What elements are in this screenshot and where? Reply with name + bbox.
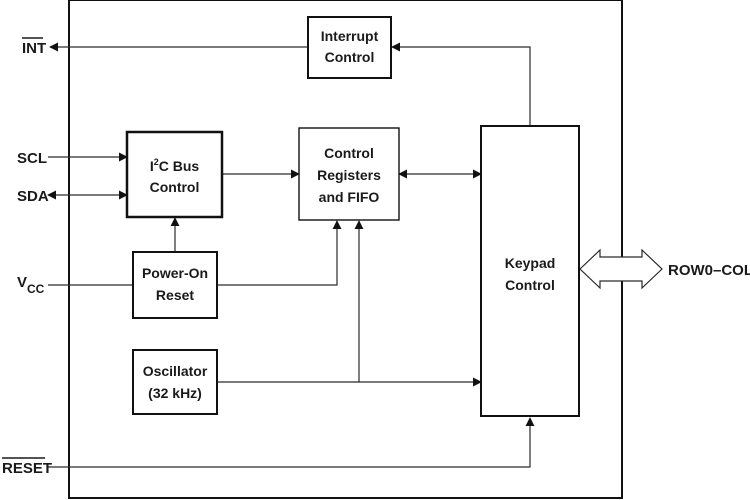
i2c-prefix: I bbox=[150, 158, 154, 174]
svg-text:Interrupt: Interrupt bbox=[321, 28, 379, 44]
i2c-superscript: 2 bbox=[154, 157, 159, 167]
int-label: INT bbox=[22, 40, 46, 57]
sda-label: SDA bbox=[17, 188, 49, 205]
row-col-bus-arrow bbox=[579, 248, 663, 290]
int-signal: INT bbox=[22, 37, 46, 57]
oscillator-block: Oscillator (32 kHz) bbox=[132, 349, 218, 415]
keypad-line1: Keypad bbox=[505, 255, 556, 271]
svg-text:Power-On: Power-On bbox=[142, 265, 208, 281]
svg-text:INT: INT bbox=[22, 40, 46, 57]
i2c-rest: C Bus bbox=[159, 158, 200, 174]
svg-text:and FIFO: and FIFO bbox=[319, 189, 380, 205]
vcc-label-sub: CC bbox=[27, 282, 45, 296]
keypad-control-block: Keypad Control bbox=[480, 125, 580, 417]
svg-text:I2C Bus: I2C Bus bbox=[150, 157, 200, 174]
control-registers-fifo-block: Control Registers and FIFO bbox=[298, 127, 400, 221]
svg-text:SCL: SCL bbox=[17, 150, 47, 167]
svg-text:Reset: Reset bbox=[156, 287, 194, 303]
i2c-bus-control-block: I2C Bus Control bbox=[125, 130, 224, 219]
svg-text:RESET: RESET bbox=[2, 460, 52, 477]
svg-text:Keypad: Keypad bbox=[505, 255, 556, 271]
svg-text:VCC: VCC bbox=[17, 274, 45, 296]
connection-lines bbox=[47, 42, 535, 468]
svg-text:Control: Control bbox=[505, 277, 555, 293]
keypad-to-interrupt-line bbox=[391, 42, 531, 126]
svg-text:ROW0–COL9: ROW0–COL9 bbox=[668, 262, 750, 279]
chip-outline bbox=[68, 0, 623, 499]
power-on-reset-block: Power-On Reset bbox=[132, 251, 218, 319]
reset-input-line bbox=[48, 417, 535, 468]
registers-line2: Registers bbox=[317, 167, 381, 183]
svg-text:Registers: Registers bbox=[317, 167, 381, 183]
poweron-to-registers-line bbox=[217, 220, 342, 286]
svg-text:Control: Control bbox=[325, 49, 375, 65]
scl-label: SCL bbox=[17, 150, 47, 167]
svg-text:SDA: SDA bbox=[17, 188, 49, 205]
i2c-line2: Control bbox=[150, 179, 200, 195]
reset-signal: RESET bbox=[2, 457, 52, 477]
oscillator-line1: Oscillator bbox=[143, 363, 208, 379]
interrupt-line2: Control bbox=[325, 49, 375, 65]
registers-line3: and FIFO bbox=[319, 189, 380, 205]
svg-text:Oscillator: Oscillator bbox=[143, 363, 208, 379]
poweron-line2: Reset bbox=[156, 287, 194, 303]
row-col-label: ROW0–COL9 bbox=[668, 262, 750, 279]
interrupt-line1: Interrupt bbox=[321, 28, 379, 44]
registers-line1: Control bbox=[324, 145, 374, 161]
poweron-line1: Power-On bbox=[142, 265, 208, 281]
reset-label: RESET bbox=[2, 460, 52, 477]
keypad-line2: Control bbox=[505, 277, 555, 293]
interrupt-control-block: Interrupt Control bbox=[307, 16, 392, 79]
svg-text:(32 kHz): (32 kHz) bbox=[148, 385, 202, 401]
vcc-label-main: V bbox=[17, 274, 27, 291]
svg-text:Control: Control bbox=[150, 179, 200, 195]
oscillator-line2: (32 kHz) bbox=[148, 385, 202, 401]
svg-text:Control: Control bbox=[324, 145, 374, 161]
